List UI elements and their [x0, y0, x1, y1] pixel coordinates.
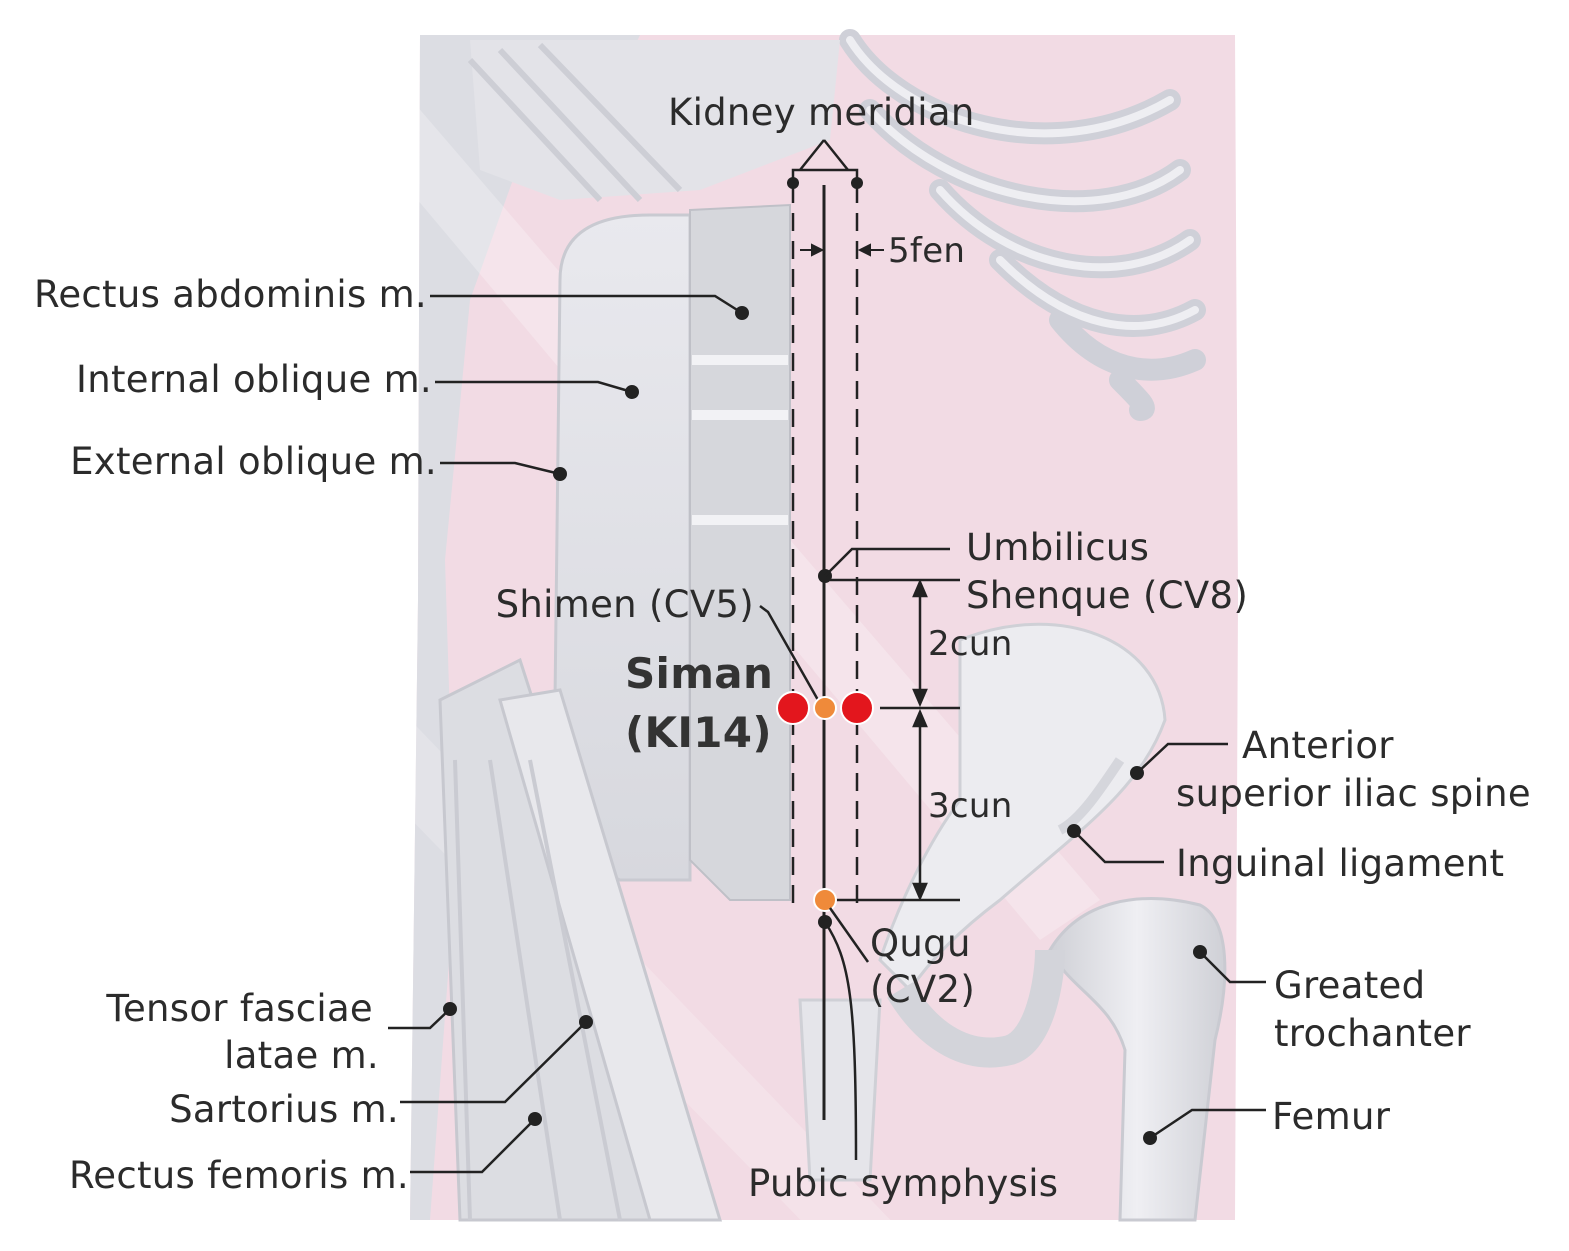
label-siman-code: (KI14) — [625, 708, 772, 757]
label-inguinal-ligament: Inguinal ligament — [1176, 842, 1505, 885]
shimen-point — [813, 696, 837, 720]
label-sartorius: Sartorius m. — [169, 1088, 399, 1131]
siman-right-point — [840, 691, 874, 725]
siman-left-point — [776, 691, 810, 725]
label-asis-line2: superior iliac spine — [1176, 772, 1531, 815]
label-greater-trochanter-line2: trochanter — [1274, 1012, 1471, 1055]
meridian-right-dot — [851, 177, 863, 189]
rectus-tendinous-bands — [692, 355, 788, 525]
label-pubic-symphysis: Pubic symphysis — [748, 1162, 1059, 1205]
label-tensor-line1: Tensor fasciae — [106, 987, 373, 1030]
five-fen-arrows — [800, 243, 884, 257]
label-rectus-abdominis: Rectus abdominis m. — [33, 273, 427, 316]
label-qugu-line2: (CV2) — [870, 968, 976, 1011]
label-rectus-femoris: Rectus femoris m. — [68, 1154, 409, 1197]
label-asis-line1: Anterior — [1242, 724, 1394, 767]
pubic-leader — [823, 921, 858, 1161]
shimen-leader — [759, 605, 820, 701]
left-dots — [443, 306, 749, 1126]
label-shenque: Shenque (CV8) — [966, 574, 1249, 617]
right-dots — [1067, 766, 1207, 1145]
rectus-abdominis-shape — [689, 203, 791, 901]
label-greater-trochanter-line1: Greated — [1274, 964, 1426, 1007]
label-five-fen: 5fen — [888, 231, 966, 271]
label-shimen: Shimen (CV5) — [495, 583, 754, 626]
label-tensor-line2: latae m. — [224, 1034, 379, 1077]
chest-muscles — [467, 40, 840, 203]
label-femur: Femur — [1272, 1095, 1391, 1138]
label-umbilicus: Umbilicus — [966, 526, 1150, 569]
label-kidney-meridian: Kidney meridian — [668, 91, 975, 134]
cun-dimension — [830, 578, 960, 902]
qugu-leader — [828, 907, 870, 963]
label-external-oblique: External oblique m. — [70, 440, 437, 483]
pelvis-femur — [798, 622, 1227, 1222]
right-leaders — [1073, 742, 1266, 1140]
label-internal-oblique: Internal oblique m. — [75, 358, 432, 401]
qugu-point — [813, 888, 837, 912]
ribcage-highlight — [846, 36, 1199, 330]
left-leaders — [388, 294, 743, 1174]
label-three-cun: 3cun — [928, 786, 1013, 826]
label-two-cun: 2cun — [928, 624, 1013, 664]
label-qugu-line1: Qugu — [870, 922, 971, 965]
umbilicus-leader — [824, 547, 950, 577]
thigh-muscles — [438, 657, 723, 1222]
meridian-left-dot — [787, 177, 799, 189]
label-siman-name: Siman — [625, 649, 774, 698]
